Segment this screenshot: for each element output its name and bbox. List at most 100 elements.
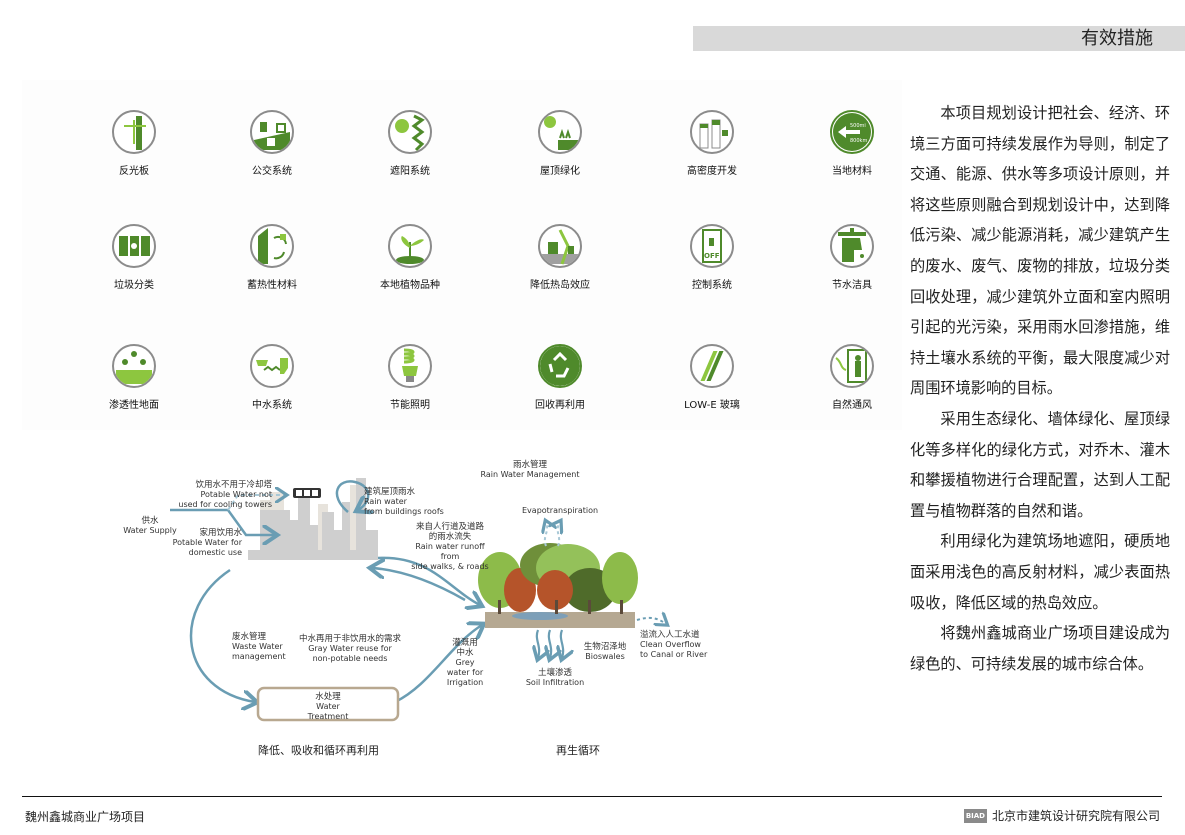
control-system-icon: OFF (690, 224, 734, 268)
measure-item: 反光板 (74, 108, 194, 177)
overflow-label: 溢流入人工水道 Clean Overflow to Canal or River (640, 630, 707, 660)
irrigation-arrow (394, 625, 482, 704)
footer-divider (22, 796, 1162, 797)
label-en: Rain water runoff from (415, 542, 485, 561)
label-cn: 建筑屋顶雨水 (364, 487, 416, 497)
measure-item: 高密度开发 (652, 108, 772, 177)
label-en: side walks, & roads (411, 562, 489, 571)
measure-item: 回收再利用 (500, 342, 620, 411)
natural-ventilation-icon (830, 344, 874, 388)
label-en: Bioswales (585, 652, 625, 661)
label-cn: 家用饮用水 (199, 528, 242, 538)
native-plant-icon (388, 224, 432, 268)
green-roof-icon (538, 110, 582, 154)
label-en: Treatment (307, 712, 349, 721)
label-cn: 生物沼泽地 (583, 642, 627, 652)
label-en: Potable Water for (172, 538, 242, 547)
section-title: 有效措施 (1081, 28, 1153, 49)
measure-label: 蓄热性材料 (247, 280, 297, 291)
measure-label: 高密度开发 (687, 166, 737, 177)
label-en: Waste Water (232, 642, 283, 651)
label-cn: 供水 (141, 516, 159, 526)
label-en: Rain Water Management (480, 470, 580, 479)
label-cn: 雨水管理 (512, 460, 547, 470)
soil-infiltration-arrow (561, 629, 563, 658)
domestic-water-label: 家用饮用水 Potable Water for domestic use (172, 528, 242, 558)
energy-saving-bulb-icon (388, 344, 432, 388)
label-en: non-potable needs (312, 654, 388, 663)
cooling-tower-dashed-arrow (227, 495, 285, 511)
measure-label: LOW-E 玻璃 (684, 400, 740, 411)
reflector-icon (112, 110, 156, 154)
measure-label: 公交系统 (252, 166, 292, 177)
measure-label: 垃圾分类 (114, 280, 154, 291)
measure-item: 渗透性地面 (74, 342, 194, 411)
permeable-ground-icon (112, 344, 156, 388)
measure-label: 反光板 (119, 166, 149, 177)
roof-rain-label: 建筑屋顶雨水 Rain water from buildings roofs (364, 487, 444, 517)
water-treatment-label: 水处理 Water Treatment (288, 692, 368, 722)
return-arrow (372, 568, 466, 602)
irrigation-label: 灌溉用 中水 Grey water for Irrigation (440, 638, 490, 688)
paragraph: 本项目规划设计把社会、经济、环境三方面可持续发展作为导则，制定了交通、能源、供水… (910, 104, 1170, 398)
sunshade-icon (388, 110, 432, 154)
city-buildings-graphic (248, 478, 378, 560)
heat-island-icon (538, 224, 582, 268)
label-cn: 的雨水流失 (428, 532, 472, 542)
label-en: from buildings roofs (364, 507, 444, 516)
label-cn: 饮用水不用于冷却塔 (195, 480, 272, 490)
label-en: Rain water (364, 497, 407, 506)
measure-item: 蓄热性材料 (212, 222, 332, 291)
cooling-tower-label: 饮用水不用于冷却塔 Potable Water not used for coo… (162, 480, 272, 510)
measure-label: 自然通风 (832, 400, 872, 411)
runoff-label: 来自人行道及道路 的雨水流失 Rain water runoff from si… (405, 522, 495, 572)
caption-regeneration-cycle: 再生循环 (556, 744, 600, 757)
public-transit-icon (250, 110, 294, 154)
label-en: Water (316, 702, 340, 711)
measure-label: 控制系统 (692, 280, 732, 291)
evapotranspiration-label: Evapotranspiration (522, 506, 598, 516)
measure-item: 自然通风 (792, 342, 912, 411)
water-cycle-diagram: 饮用水不用于冷却塔 Potable Water not used for coo… (110, 440, 710, 770)
greywater-system-icon (250, 344, 294, 388)
label-cn: 水处理 (315, 692, 341, 702)
measure-label: 当地材料 (832, 166, 872, 177)
evapotranspiration-arrow (558, 522, 560, 547)
water-treatment-box (256, 686, 400, 722)
label-en: Grey (455, 658, 475, 667)
label-en: Potable Water not (200, 490, 272, 499)
measure-item: 降低热岛效应 (500, 222, 620, 291)
label-en: Soil Infiltration (525, 678, 585, 687)
description-text: 本项目规划设计把社会、经济、环境三方面可持续发展作为导则，制定了交通、能源、供水… (910, 98, 1170, 679)
soil-infiltration-arrow (537, 629, 539, 658)
thermal-mass-icon (250, 224, 294, 268)
soil-infiltration-arrow (549, 629, 551, 658)
label-en: management (232, 652, 286, 661)
label-cn: 中水再用于非饮用水的需求 (298, 634, 401, 644)
measure-label: 本地植物品种 (380, 280, 440, 291)
label-cn: 灌溉用 (452, 638, 478, 648)
svg-text:500mi: 500mi (850, 123, 866, 129)
bioswales-label: 生物沼泽地 Bioswales (580, 642, 630, 662)
project-name: 魏州鑫城商业广场项目 (25, 810, 146, 824)
measure-item: 屋顶绿化 (500, 108, 620, 177)
measure-item: 中水系统 (212, 342, 332, 411)
waste-sorting-icon (112, 224, 156, 268)
label-cn: 中水 (456, 648, 474, 658)
label-en: to Canal or River (640, 650, 708, 659)
paragraph: 将魏州鑫城商业广场项目建设成为绿色的、可持续发展的城市综合体。 (910, 624, 1170, 673)
company-credit: BIAD 北京市建筑设计研究院有限公司 (963, 807, 1160, 824)
label-en: Gray Water reuse for (308, 644, 392, 653)
label-en: water for (446, 668, 484, 677)
svg-text:OFF: OFF (704, 252, 720, 260)
measure-item: 节能照明 (350, 342, 470, 411)
measure-label: 渗透性地面 (109, 400, 159, 411)
measures-icon-grid: 反光板 公交系统 遮阳系统 屋顶绿化 高 (22, 80, 902, 430)
recycle-icon (538, 344, 582, 388)
label-en: Irrigation (446, 678, 484, 687)
measure-item: LOW-E 玻璃 (652, 342, 772, 411)
label-cn: 溢流入人工水道 (640, 630, 700, 640)
measure-item: 节水洁具 (792, 222, 912, 291)
measure-item: 本地植物品种 (350, 222, 470, 291)
section-header-bar: 有效措施 (693, 26, 1185, 51)
